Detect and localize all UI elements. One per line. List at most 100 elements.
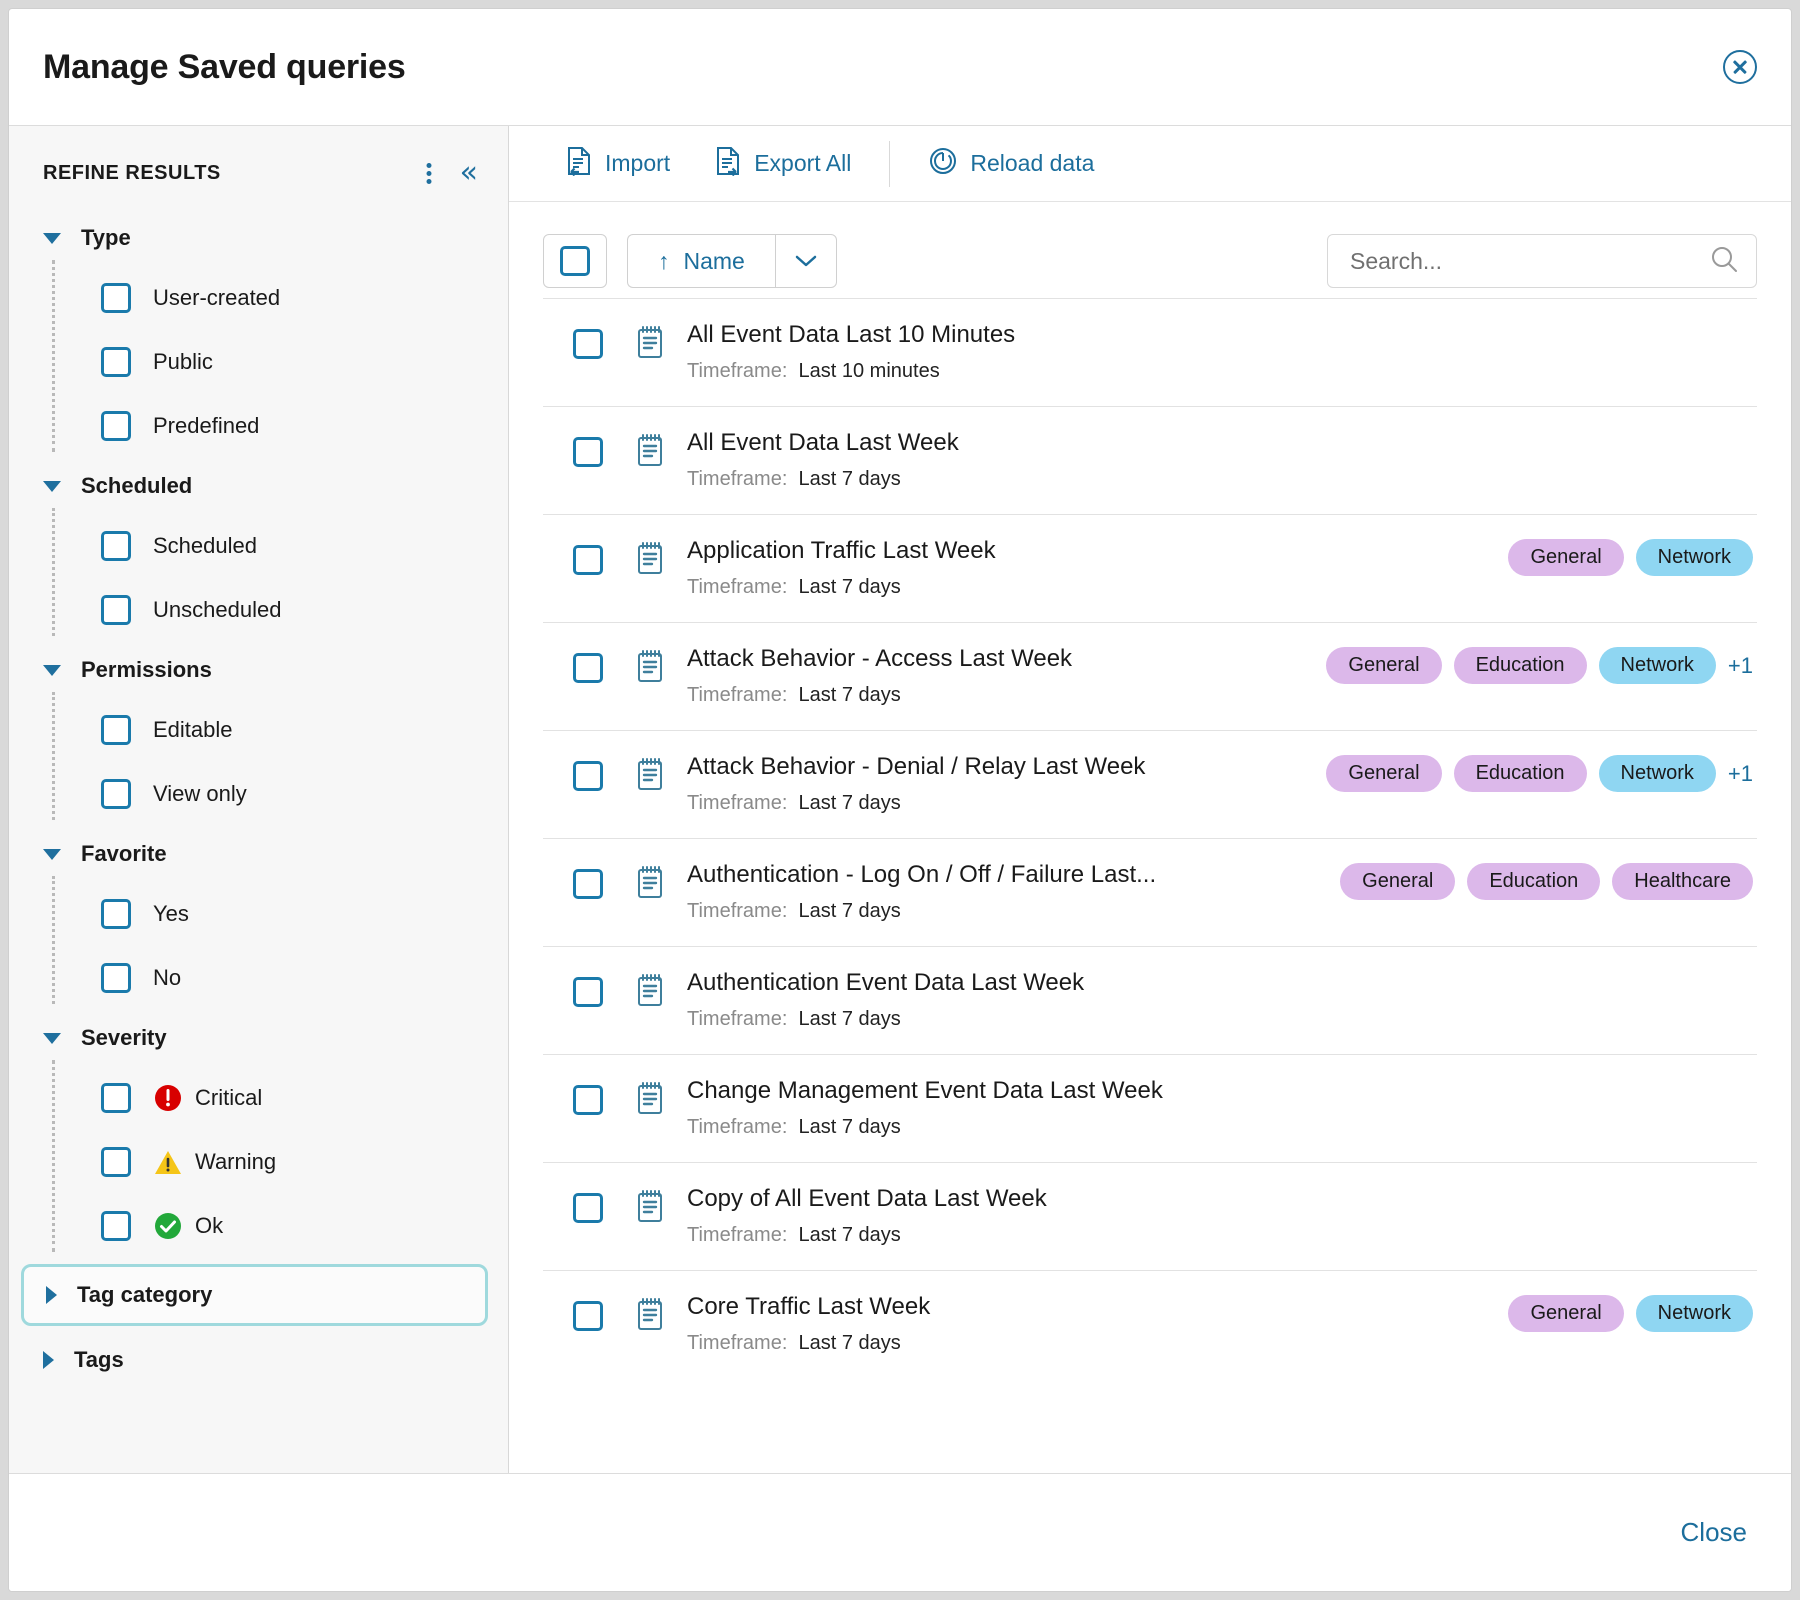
more-tags-count[interactable]: +1 — [1727, 760, 1753, 786]
select-all-checkbox[interactable] — [543, 234, 607, 288]
facet-option-view-only[interactable]: View only — [9, 762, 508, 826]
checkbox[interactable] — [101, 531, 131, 561]
tag-pill[interactable]: Education — [1453, 647, 1587, 684]
sort-dropdown-button[interactable] — [774, 234, 837, 288]
search-input[interactable] — [1350, 247, 1708, 275]
row-checkbox[interactable] — [573, 1193, 603, 1223]
facet-toggle-favorite[interactable]: Favorite — [9, 826, 508, 882]
close-circle-icon[interactable] — [1723, 50, 1757, 84]
facet-toggle-scheduled[interactable]: Scheduled — [9, 458, 508, 514]
facet-option-warning[interactable]: Warning — [9, 1130, 508, 1194]
tag-pill[interactable]: Network — [1635, 1295, 1753, 1332]
import-document-icon — [565, 146, 593, 182]
facet-option-label: Yes — [153, 901, 189, 926]
facet-option-scheduled[interactable]: Scheduled — [9, 514, 508, 578]
tag-pill[interactable]: Education — [1467, 863, 1601, 900]
checkbox[interactable] — [101, 715, 131, 745]
facet-toggle-permissions[interactable]: Permissions — [9, 642, 508, 698]
tag-pill[interactable]: Network — [1598, 647, 1716, 684]
row-checkbox[interactable] — [573, 977, 603, 1007]
facet-option-editable[interactable]: Editable — [9, 698, 508, 762]
facet-option-predefined[interactable]: Predefined — [9, 394, 508, 458]
facet-title: Severity — [81, 1025, 167, 1050]
more-options-icon[interactable] — [416, 160, 442, 186]
row-timeframe: Timeframe: Last 7 days — [687, 1116, 1733, 1139]
facet-option-critical[interactable]: Critical — [9, 1066, 508, 1130]
checkbox[interactable] — [101, 779, 131, 809]
checkbox[interactable] — [101, 411, 131, 441]
table-row[interactable]: Attack Behavior - Denial / Relay Last We… — [543, 730, 1757, 838]
facet-option-unscheduled[interactable]: Unscheduled — [9, 578, 508, 642]
facet-title: Scheduled — [81, 473, 193, 498]
row-checkbox[interactable] — [573, 437, 603, 467]
tag-pill[interactable]: General — [1326, 755, 1442, 792]
checkbox[interactable] — [101, 1083, 131, 1113]
tag-pill[interactable]: General — [1340, 863, 1456, 900]
checkbox[interactable] — [101, 283, 131, 313]
timeframe-label: Timeframe: — [687, 359, 788, 382]
sort-by-name-button[interactable]: ↑ Name — [627, 234, 775, 288]
row-checkbox[interactable] — [573, 761, 603, 791]
collapse-left-icon[interactable]: « — [459, 155, 478, 190]
checkbox[interactable] — [101, 347, 131, 377]
page-title: Manage Saved queries — [43, 47, 406, 86]
sidebar-header: REFINE RESULTS « — [9, 150, 508, 196]
row-checkbox[interactable] — [573, 1085, 603, 1115]
checkbox[interactable] — [101, 1211, 131, 1241]
facet-toggle-type[interactable]: Type — [9, 210, 508, 266]
tag-pill[interactable]: Network — [1635, 539, 1753, 576]
facet-option-label: Editable — [153, 717, 233, 742]
row-checkbox[interactable] — [573, 329, 603, 359]
facet-toggle-tag-category[interactable]: Tag category — [21, 1264, 488, 1326]
facet-option-user-created[interactable]: User-created — [9, 266, 508, 330]
saved-query-icon — [638, 758, 662, 790]
checkbox[interactable] — [101, 1147, 131, 1177]
timeframe-label: Timeframe: — [687, 1331, 788, 1354]
tag-pill[interactable]: Network — [1598, 755, 1716, 792]
checkbox[interactable] — [101, 963, 131, 993]
checkbox[interactable] — [101, 899, 131, 929]
row-timeframe: Timeframe: Last 7 days — [687, 576, 1488, 599]
facet-option-public[interactable]: Public — [9, 330, 508, 394]
facet-option-ok[interactable]: Ok — [9, 1194, 508, 1258]
checkbox[interactable] — [101, 595, 131, 625]
tag-pill[interactable]: General — [1326, 647, 1442, 684]
row-checkbox[interactable] — [573, 1301, 603, 1331]
row-title: Change Management Event Data Last Week — [687, 1077, 1163, 1104]
facet-option-no[interactable]: No — [9, 946, 508, 1010]
timeframe-label: Timeframe: — [687, 1007, 788, 1030]
import-button[interactable]: Import — [543, 126, 692, 201]
facet-toggle-severity[interactable]: Severity — [9, 1010, 508, 1066]
row-checkbox[interactable] — [573, 869, 603, 899]
table-row[interactable]: Authentication - Log On / Off / Failure … — [543, 838, 1757, 946]
row-text: Authentication - Log On / Off / Failure … — [687, 861, 1320, 923]
timeframe-value: Last 7 days — [798, 1115, 901, 1138]
tag-pill[interactable]: General — [1508, 539, 1624, 576]
facet-toggle-tags[interactable]: Tags — [9, 1332, 508, 1388]
close-button[interactable]: Close — [1680, 1517, 1747, 1547]
tag-pill[interactable]: General — [1508, 1295, 1624, 1332]
search-box[interactable] — [1327, 234, 1757, 288]
row-checkbox[interactable] — [573, 653, 603, 683]
reload-data-button[interactable]: Reload data — [906, 126, 1116, 201]
more-tags-count[interactable]: +1 — [1727, 652, 1753, 678]
row-checkbox[interactable] — [573, 545, 603, 575]
row-title: Attack Behavior - Denial / Relay Last We… — [687, 753, 1146, 780]
tag-pill[interactable]: Healthcare — [1612, 863, 1753, 900]
tag-pill[interactable]: Education — [1453, 755, 1587, 792]
facet-option-label: View only — [153, 781, 247, 806]
facet-option-yes[interactable]: Yes — [9, 882, 508, 946]
timeframe-value: Last 7 days — [798, 899, 901, 922]
export-all-button[interactable]: Export All — [692, 126, 873, 201]
